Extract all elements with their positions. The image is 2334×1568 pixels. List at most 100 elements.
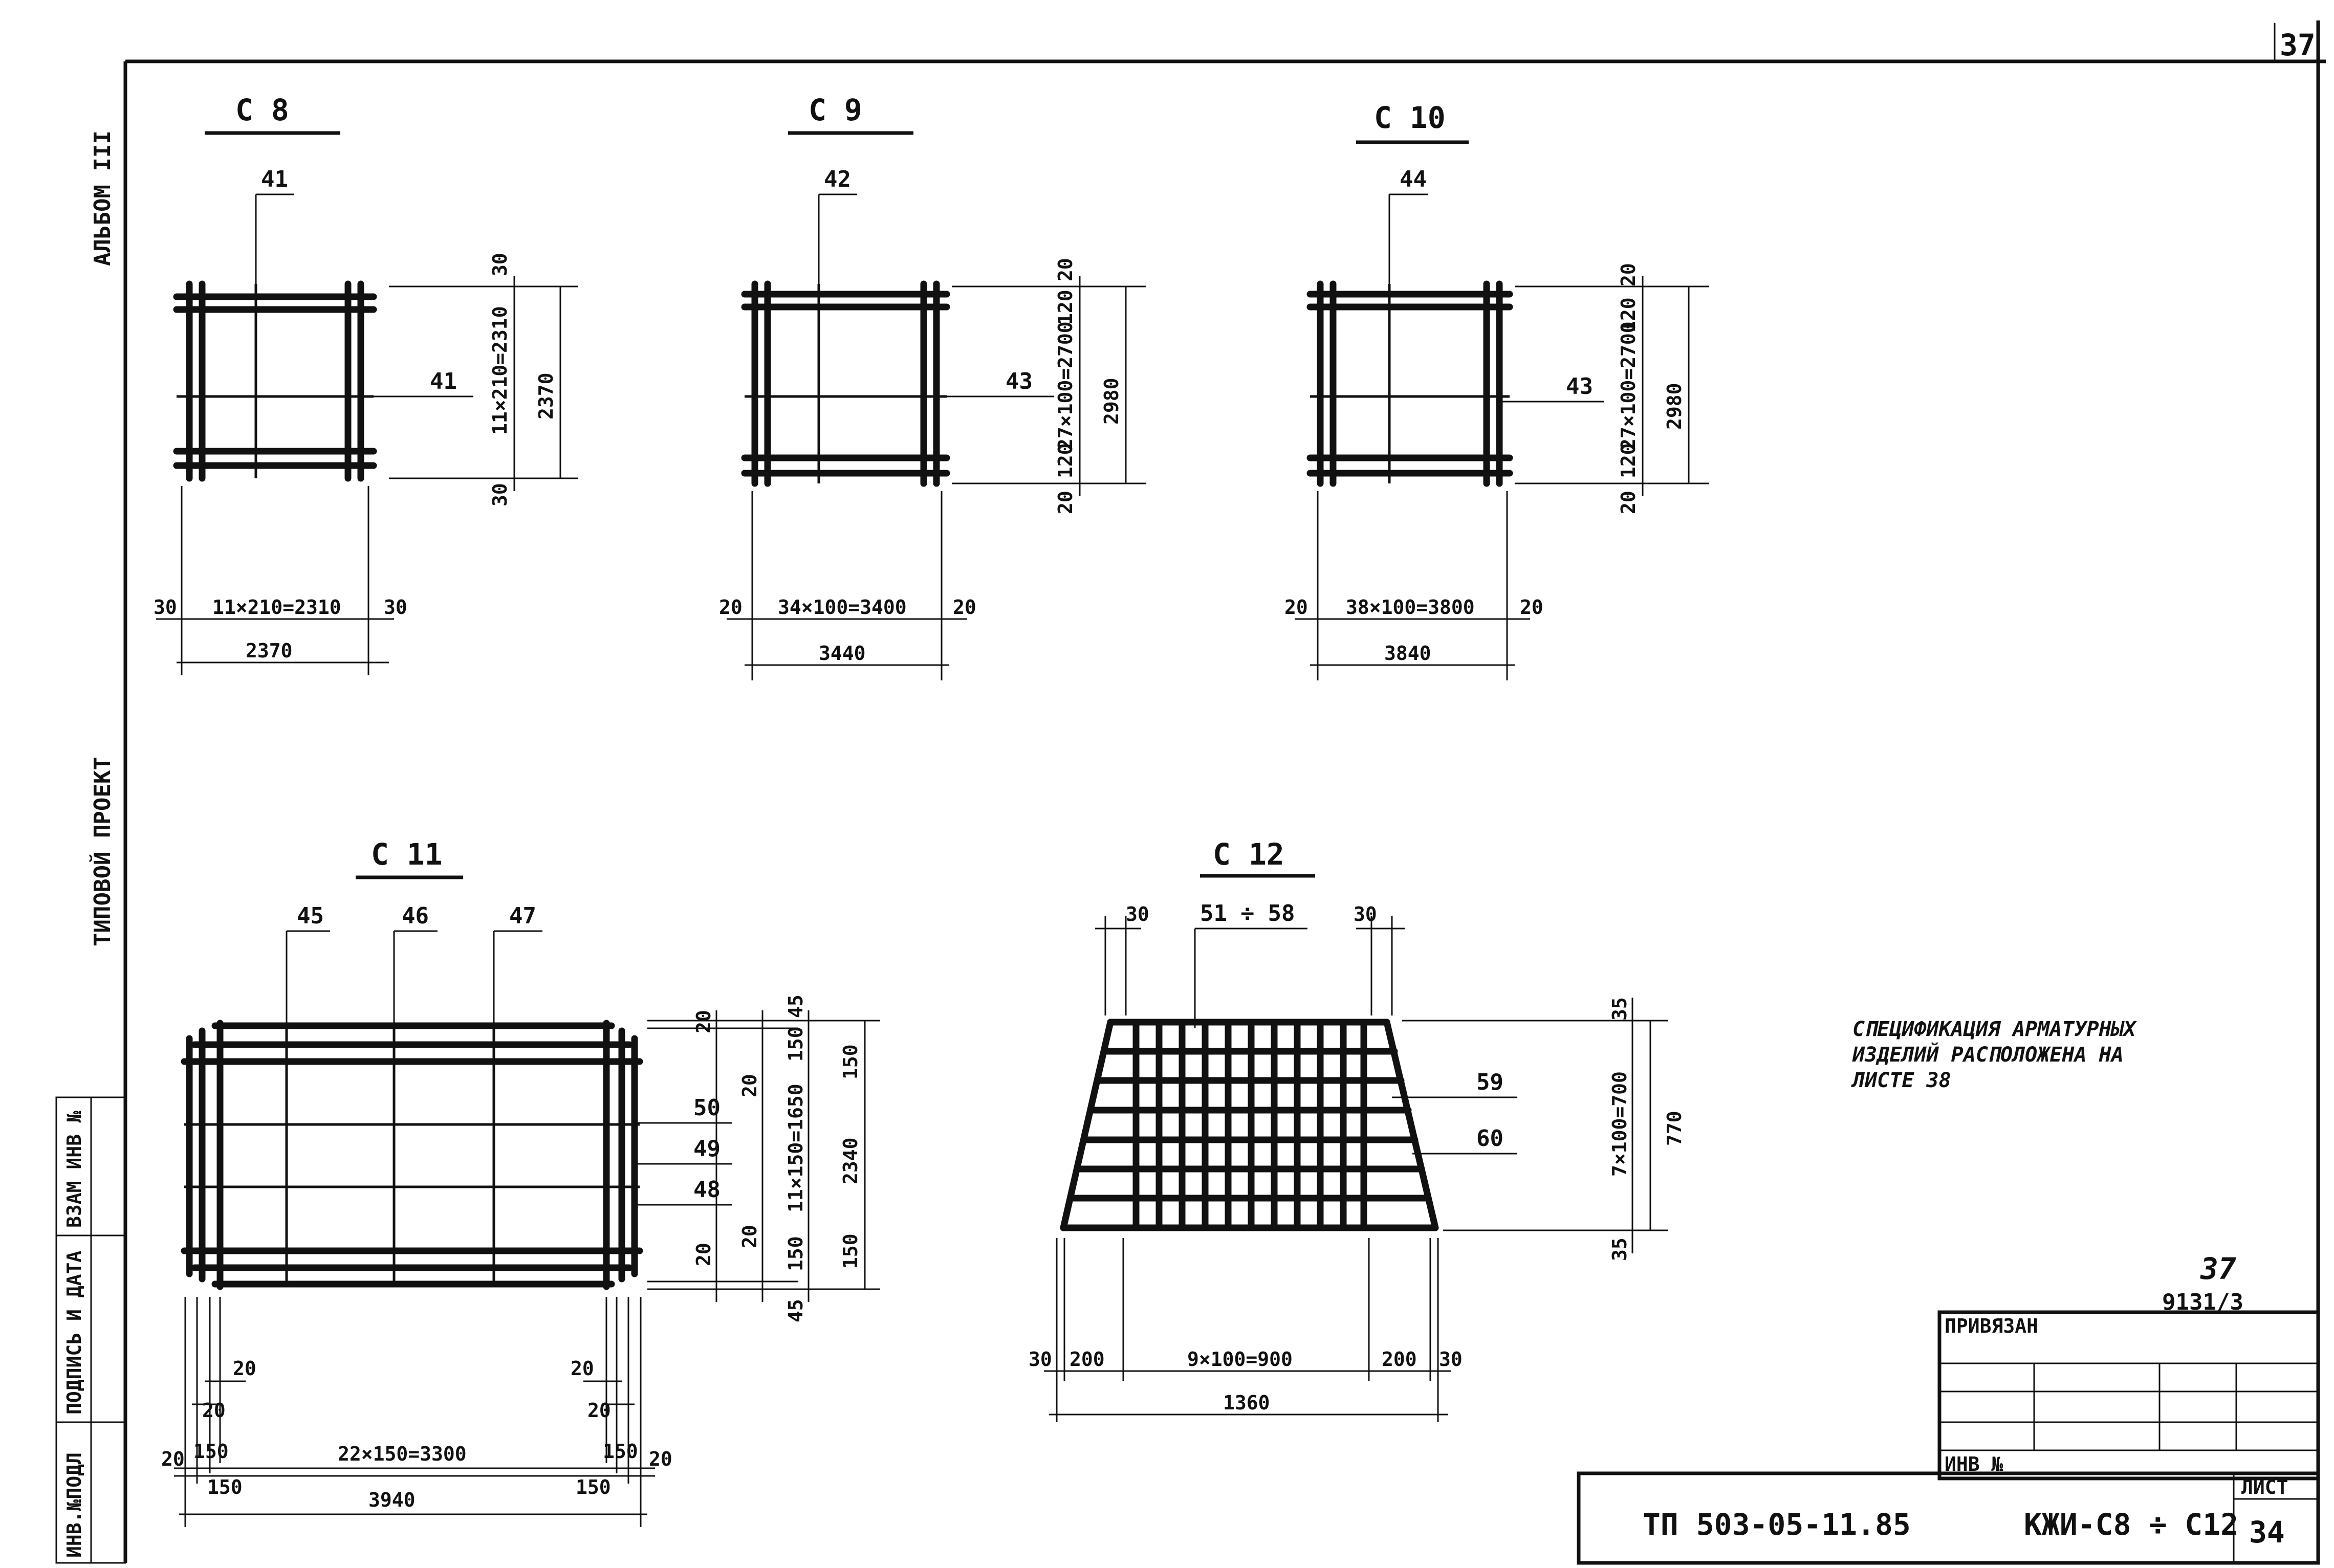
mesh-c8-right-top: 30 [489, 253, 511, 276]
mesh-c12-right-inner: 7×100=700 [1608, 1071, 1631, 1177]
strip-cell-vzam: ВЗАМ ИНВ № [63, 1111, 85, 1228]
mesh-c11-mark-45: 45 [297, 903, 324, 929]
mesh-c11-r150c: 150 [839, 1044, 862, 1079]
mesh-c11-r45b: 45 [784, 1299, 807, 1322]
note-line-2: ИЗДЕЛИЙ РАСПОЛОЖЕНА НА [1852, 1042, 2124, 1067]
mesh-c11-r150a: 150 [784, 1026, 807, 1062]
mesh-c9-bottom-left: 20 [719, 596, 743, 619]
mesh-c9-mark-top: 42 [824, 166, 851, 192]
mesh-c8-bottom-left: 30 [154, 596, 177, 619]
mesh-c8-mark-right: 41 [430, 368, 457, 394]
mesh-c9-title: С 9 [809, 93, 862, 127]
mesh-c11-r20b: 20 [738, 1074, 761, 1097]
mesh-c8-right-bottom: 30 [489, 483, 511, 506]
title-list-number: 34 [2249, 1515, 2285, 1550]
mesh-c12-right-top: 35 [1608, 997, 1631, 1021]
mesh-c12-mark-51-58: 51 ÷ 58 [1200, 900, 1295, 926]
mesh-c12-right-bottom: 35 [1608, 1238, 1631, 1261]
mesh-c8-right-total: 2370 [535, 372, 557, 419]
mesh-c9-right-inner: 27×100=2700 [1054, 321, 1077, 450]
note-line-3: ЛИСТЕ 38 [1851, 1069, 1951, 1092]
mesh-c11-r45a: 45 [784, 995, 807, 1018]
mesh-c11-r20d: 20 [692, 1243, 715, 1266]
mesh-c11-b20b: 20 [571, 1357, 594, 1380]
mesh-c11-bottom-total: 3940 [368, 1489, 416, 1511]
mesh-c11-b150a: 150 [193, 1440, 229, 1463]
mesh-c10-right-bottom2: 120 [1617, 443, 1640, 478]
mesh-c10-bottom-left: 20 [1284, 596, 1308, 619]
mesh-c10-right-top: 20 [1617, 263, 1640, 286]
mesh-c8-mark-top: 41 [261, 166, 288, 192]
mesh-c11-b20e: 20 [161, 1448, 185, 1470]
mesh-c11-b150c: 150 [207, 1476, 243, 1498]
specification-note: СПЕЦИФИКАЦИЯ АРМАТУРНЫХ ИЗДЕЛИЙ РАСПОЛОЖ… [1851, 1018, 2137, 1092]
mesh-c11-b150d: 150 [576, 1476, 611, 1498]
mesh-c11-mark-46: 46 [402, 903, 429, 929]
mesh-c8-right-inner: 11×210=2310 [489, 306, 511, 435]
mesh-c10-mark-top: 44 [1400, 166, 1427, 192]
project-label: ТИПОВОЙ ПРОЕКТ [89, 757, 116, 946]
mesh-c10-bottom-total: 3840 [1384, 642, 1431, 665]
mesh-c8-bottom-inner: 11×210=2310 [212, 596, 341, 619]
mesh-c9-right-bottom2: 120 [1054, 443, 1077, 478]
mesh-c12-mark-59: 59 [1476, 1069, 1503, 1095]
mesh-c11-b20a: 20 [233, 1357, 256, 1380]
mesh-c12-mark-60: 60 [1476, 1125, 1503, 1152]
note-line-1: СПЕЦИФИКАЦИЯ АРМАТУРНЫХ [1852, 1018, 2137, 1041]
title-privyazan: ПРИВЯЗАН [1945, 1315, 2038, 1337]
mesh-c11-b20c: 20 [202, 1399, 226, 1422]
mesh-c11-b20d: 20 [587, 1399, 611, 1422]
mesh-c9-right-top2: 120 [1054, 290, 1077, 325]
mesh-c11-b20f: 20 [649, 1448, 672, 1470]
mesh-c10-bottom-right: 20 [1520, 596, 1543, 619]
mesh-c11-right-total: 2340 [839, 1137, 862, 1184]
mesh-c12-top-right: 30 [1354, 903, 1377, 925]
mesh-c12-b30b: 30 [1439, 1348, 1463, 1371]
mesh-c8-bottom-total: 2370 [246, 639, 293, 662]
mesh-c11-mark-47: 47 [509, 903, 536, 929]
mesh-c11-r20a: 20 [692, 1010, 715, 1033]
mesh-c12-b200a: 200 [1070, 1348, 1105, 1371]
mesh-c12: С 12 30 30 51 ÷ 58 [1029, 837, 1686, 1422]
mesh-c8: С 8 41 41 30 11×210=2310 30 2370 30 11 [154, 93, 578, 675]
mesh-c8-title: С 8 [235, 93, 289, 127]
mesh-c10: С 10 44 43 20 120 27×100=2700 120 20 298… [1284, 100, 1709, 680]
mesh-c10-right-top2: 120 [1617, 297, 1640, 333]
mesh-c10-right-total: 2980 [1663, 383, 1686, 430]
left-strip: АЛЬБОМ III ТИПОВОЙ ПРОЕКТ ВЗАМ ИНВ № ПОД… [55, 130, 126, 1564]
mesh-c12-bottom-total: 1360 [1223, 1392, 1270, 1414]
mesh-c11-right-inner: 11×150=1650 [784, 1084, 807, 1212]
mesh-c9-mark-right: 43 [1006, 368, 1033, 394]
mesh-c11-r20c: 20 [738, 1225, 761, 1248]
title-sheet-number: 37 [2200, 1251, 2236, 1286]
mesh-c10-title: С 10 [1374, 100, 1446, 135]
mesh-c10-mark-right: 43 [1566, 373, 1593, 400]
mesh-c12-right-total: 770 [1663, 1111, 1686, 1146]
title-subject: КЖИ-С8 ÷ С12 [2024, 1507, 2238, 1542]
strip-cell-podpis: ПОДПИСЬ И ДАТА [63, 1251, 85, 1415]
mesh-c9-right-total: 2980 [1100, 378, 1123, 425]
album-label: АЛЬБОМ III [90, 130, 116, 266]
title-block: 37 9131/3 ПРИВЯЗАН ИНВ № ТП 503-05-11.85… [1577, 1251, 2320, 1565]
mesh-c10-bottom-inner: 38×100=3800 [1346, 596, 1475, 619]
mesh-c12-bottom-inner: 9×100=900 [1187, 1348, 1293, 1371]
title-code: ТП 503-05-11.85 [1643, 1507, 1911, 1542]
mesh-c9-bottom-total: 3440 [819, 642, 866, 665]
mesh-c12-title: С 12 [1213, 837, 1284, 872]
strip-cell-inv: ИНВ.№ПОДЛ [63, 1452, 85, 1558]
mesh-c11: С 11 45 46 47 50 49 48 [161, 837, 880, 1527]
mesh-c11-r150d: 150 [839, 1233, 862, 1269]
mesh-c12-b200b: 200 [1382, 1348, 1417, 1371]
mesh-c12-top-left: 30 [1126, 903, 1149, 925]
corner-sheet-number: 37 [2280, 28, 2316, 62]
mesh-c8-bottom-right: 30 [384, 596, 407, 619]
mesh-c11-title: С 11 [371, 837, 443, 872]
title-list-label: ЛИСТ [2241, 1476, 2288, 1498]
mesh-c9-bottom-inner: 34×100=3400 [778, 596, 907, 619]
mesh-c9: С 9 42 43 20 120 27×100=2700 120 20 2980… [719, 93, 1146, 680]
mesh-c9-right-bottom: 20 [1054, 491, 1077, 514]
mesh-c11-r150b: 150 [784, 1236, 807, 1271]
mesh-c11-b150b: 150 [603, 1440, 638, 1463]
